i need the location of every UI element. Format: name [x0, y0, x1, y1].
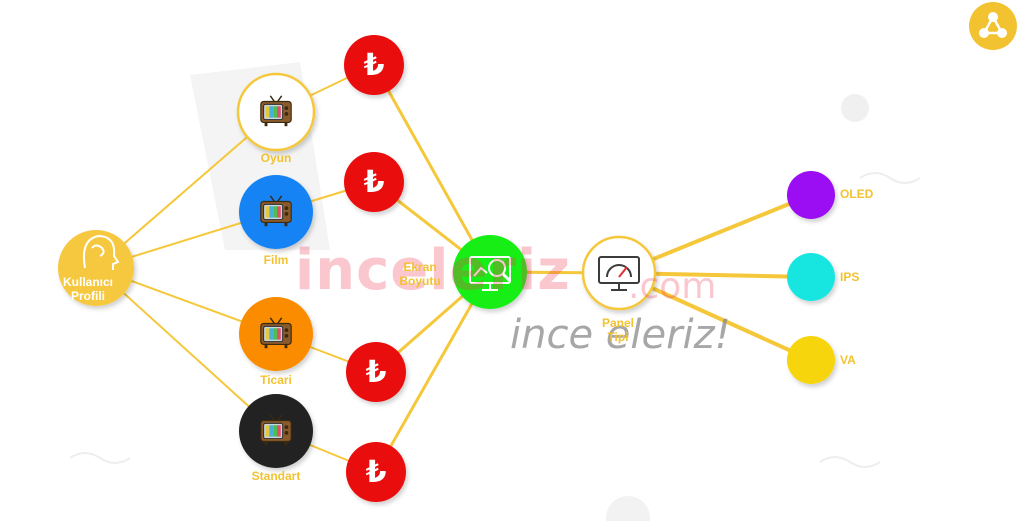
share-button[interactable] — [969, 2, 1017, 50]
node-ekran-boyutu[interactable] — [453, 235, 527, 309]
watermark-slogan: ince eleriz! — [510, 312, 731, 358]
turkish-lira-icon: ₺ — [364, 165, 385, 200]
node-price-2[interactable]: ₺ — [344, 152, 404, 212]
watermark-domain: .com — [628, 266, 717, 307]
label-ticari: Ticari — [260, 373, 292, 387]
label-panel-tipi: Panel Tipi — [601, 316, 634, 344]
watermark-logo: inceleriz — [295, 238, 571, 303]
label-ekran-boyutu: Ekran Boyutu — [399, 260, 441, 288]
label-oyun: Oyun — [260, 151, 292, 165]
label-film: Film — [263, 253, 289, 267]
monitor-magnifier-icon — [469, 256, 512, 291]
node-standart[interactable] — [239, 394, 313, 468]
node-panel-tipi[interactable] — [581, 235, 657, 311]
node-ips[interactable] — [787, 253, 835, 301]
edge-profile-oyun — [95, 111, 277, 269]
head-brain-icon — [82, 234, 120, 270]
node-price-3[interactable]: ₺ — [346, 342, 406, 402]
decor-circle — [841, 94, 869, 122]
turkish-lira-icon: ₺ — [366, 455, 387, 490]
label-ips: IPS — [840, 270, 860, 284]
decor-squiggle — [69, 452, 131, 464]
node-oyun[interactable] — [236, 72, 316, 152]
label-kullanici-profili: Kullanıcı Profili — [62, 275, 113, 303]
monitor-speedometer-icon — [598, 256, 640, 291]
edge-profile-standart — [95, 267, 277, 432]
node-oled[interactable] — [787, 171, 835, 219]
node-va[interactable] — [787, 336, 835, 384]
node-price-4[interactable]: ₺ — [346, 442, 406, 502]
node-ticari[interactable] — [239, 297, 313, 371]
decor-circle — [606, 496, 650, 526]
node-price-1[interactable]: ₺ — [344, 35, 404, 95]
edge-p4-ekran — [374, 270, 492, 474]
diagram-nodes: ₺ ₺ ₺ ₺ — [58, 35, 835, 502]
decor-squiggle — [859, 172, 921, 184]
turkish-lira-icon: ₺ — [364, 48, 385, 83]
turkish-lira-icon: ₺ — [366, 355, 387, 390]
edge-p1-ekran — [372, 63, 492, 274]
share-network-icon — [979, 12, 1007, 38]
decor-squiggle — [819, 456, 881, 468]
label-oled: OLED — [840, 187, 874, 201]
node-film[interactable] — [239, 175, 313, 249]
node-kullanici-profili[interactable] — [58, 230, 134, 306]
label-standart: Standart — [251, 469, 301, 483]
label-va: VA — [840, 353, 856, 367]
